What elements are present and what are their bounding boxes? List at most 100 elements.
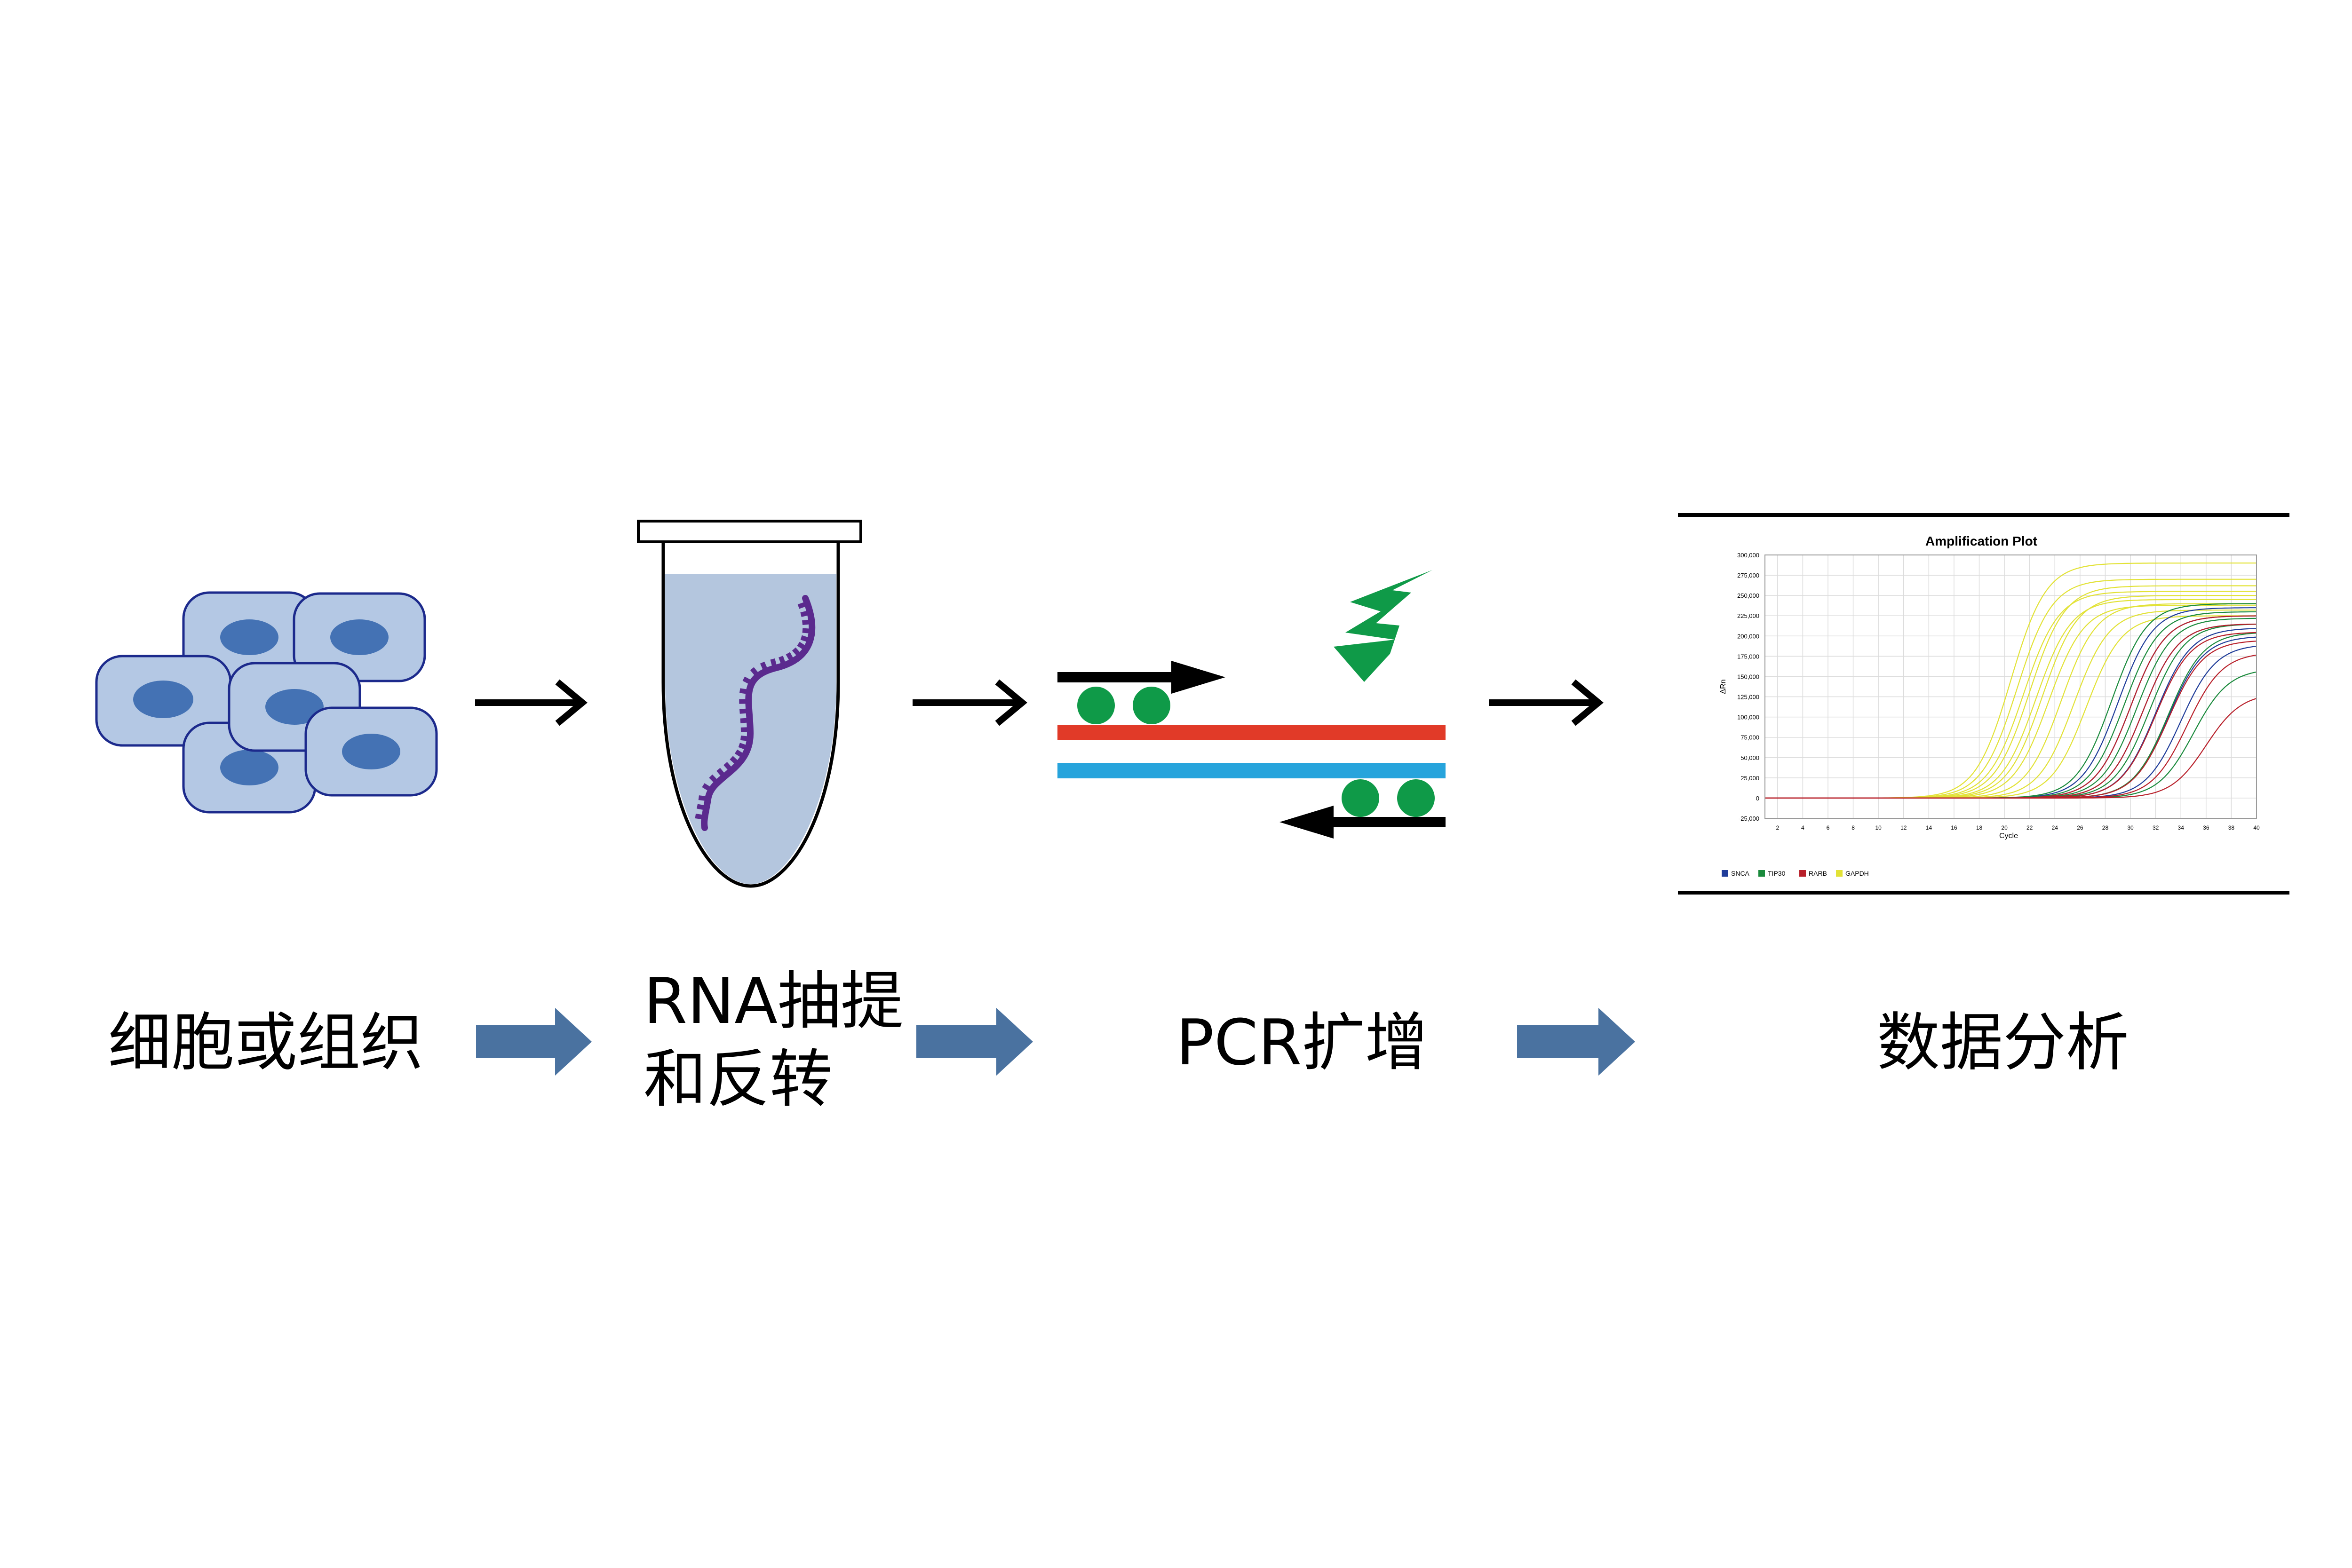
probe-dot xyxy=(1133,687,1170,724)
dna-strand-top xyxy=(1057,725,1446,740)
x-tick-label: 38 xyxy=(2228,824,2235,831)
rna-base-tick xyxy=(702,783,713,792)
y-tick-label: 150,000 xyxy=(1737,673,1759,680)
cell xyxy=(95,655,232,747)
step-label-pcr: PCR扩增 xyxy=(1176,1006,1428,1079)
probe-dot xyxy=(1077,687,1115,724)
rna-base-tick xyxy=(723,762,733,772)
forward-primer-arrow xyxy=(1057,661,1225,694)
x-tick-label: 34 xyxy=(2178,824,2185,831)
x-tick-label: 4 xyxy=(1801,824,1804,831)
cell xyxy=(293,592,426,682)
block-arrow xyxy=(916,1008,1033,1076)
plot-y-ticks: 300,000275,000250,000225,000200,000175,0… xyxy=(1737,552,1759,822)
legend-swatch xyxy=(1836,870,1843,877)
rna-base-tick xyxy=(739,708,749,714)
plot-title: Amplification Plot xyxy=(1925,534,2037,548)
plot-curves xyxy=(1765,562,2257,799)
rna-base-tick xyxy=(800,610,811,617)
thin-arrow xyxy=(475,679,588,726)
tube-body xyxy=(661,542,840,888)
x-tick-label: 16 xyxy=(1951,824,1957,831)
tube-cap xyxy=(637,520,862,543)
legend-label: GAPDH xyxy=(1845,870,1869,877)
thin-arrow xyxy=(913,679,1027,726)
rna-base-tick xyxy=(730,756,740,766)
step-label-rna-line1: RNA抽提 xyxy=(644,965,904,1038)
x-tick-label: 6 xyxy=(1827,824,1830,831)
amplification-curve-snca xyxy=(1765,628,2257,799)
legend-swatch xyxy=(1758,870,1765,877)
rna-base-tick xyxy=(695,814,705,820)
x-tick-label: 32 xyxy=(2153,824,2159,831)
amplification-curve-tip30 xyxy=(1765,624,2257,799)
legend-label: SNCA xyxy=(1731,870,1750,877)
rna-base-tick xyxy=(709,774,719,785)
y-tick-label: 275,000 xyxy=(1737,572,1759,579)
amplification-curve-gapdh xyxy=(1765,585,2257,799)
rna-base-tick xyxy=(697,804,707,811)
y-tick-label: 75,000 xyxy=(1740,734,1759,741)
step-label-rna-line2: 和反转 xyxy=(644,1043,833,1116)
legend-label: RARB xyxy=(1809,870,1827,877)
y-tick-label: 100,000 xyxy=(1737,714,1759,721)
x-tick-label: 14 xyxy=(1926,824,1932,831)
dna-strand-bottom xyxy=(1057,763,1446,778)
tube-illustration xyxy=(637,520,862,888)
amplification-plot: Amplification Plot ΔRn Cycle 300,000275,… xyxy=(1678,513,2289,895)
y-tick-label: 300,000 xyxy=(1737,552,1759,559)
rna-base-tick xyxy=(792,647,802,658)
legend-swatch xyxy=(1799,870,1806,877)
amplification-curve-gapdh xyxy=(1765,591,2257,799)
y-tick-label: 125,000 xyxy=(1737,694,1759,701)
step-label-cells: 细胞或组织 xyxy=(108,1006,424,1079)
rna-base-tick xyxy=(735,749,746,759)
legend-swatch xyxy=(1722,870,1728,877)
rna-base-tick xyxy=(738,743,749,751)
rna-base-tick xyxy=(797,641,808,651)
rna-base-tick xyxy=(786,652,795,663)
rna-base-tick xyxy=(770,658,778,669)
rna-strand xyxy=(695,595,816,831)
amplification-curve-snca xyxy=(1765,624,2257,799)
amplification-curve-rarb xyxy=(1765,698,2257,799)
block-arrow xyxy=(476,1008,592,1076)
block-arrow xyxy=(1517,1008,1635,1076)
rna-base-tick xyxy=(797,601,808,609)
y-tick-label: 175,000 xyxy=(1737,653,1759,660)
cell xyxy=(304,706,438,797)
amplification-curve-gapdh xyxy=(1765,562,2257,799)
x-tick-label: 22 xyxy=(2026,824,2033,831)
y-tick-label: 200,000 xyxy=(1737,633,1759,640)
rna-base-tick xyxy=(802,619,812,626)
y-tick-label: 0 xyxy=(1756,795,1759,802)
thin-arrow xyxy=(1489,679,1604,726)
fluorescence-lightning-icon xyxy=(1334,570,1432,682)
plot-area-border xyxy=(1764,554,2257,819)
plot-grid xyxy=(1765,554,2257,819)
rna-base-tick xyxy=(740,735,750,742)
plot-x-label: Cycle xyxy=(1999,832,2018,840)
x-tick-label: 20 xyxy=(2001,824,2008,831)
x-tick-label: 30 xyxy=(2127,824,2134,831)
rna-base-tick xyxy=(742,676,753,685)
rna-base-tick xyxy=(716,768,726,778)
x-tick-label: 24 xyxy=(2052,824,2058,831)
rna-base-tick xyxy=(740,718,750,723)
rna-base-tick xyxy=(800,635,811,643)
amplification-curve-gapdh xyxy=(1765,610,2257,799)
rna-base-tick xyxy=(739,688,750,695)
y-tick-label: -25,000 xyxy=(1739,815,1759,822)
probe-dot xyxy=(1342,779,1379,817)
rna-base-tick xyxy=(779,656,787,666)
rna-base-tick xyxy=(750,667,760,678)
x-tick-label: 36 xyxy=(2203,824,2209,831)
amplification-curve-rarb xyxy=(1765,624,2257,799)
x-tick-label: 8 xyxy=(1851,824,1855,831)
y-tick-label: 250,000 xyxy=(1737,592,1759,599)
x-tick-label: 18 xyxy=(1976,824,1983,831)
amplification-curve-rarb xyxy=(1765,641,2257,799)
